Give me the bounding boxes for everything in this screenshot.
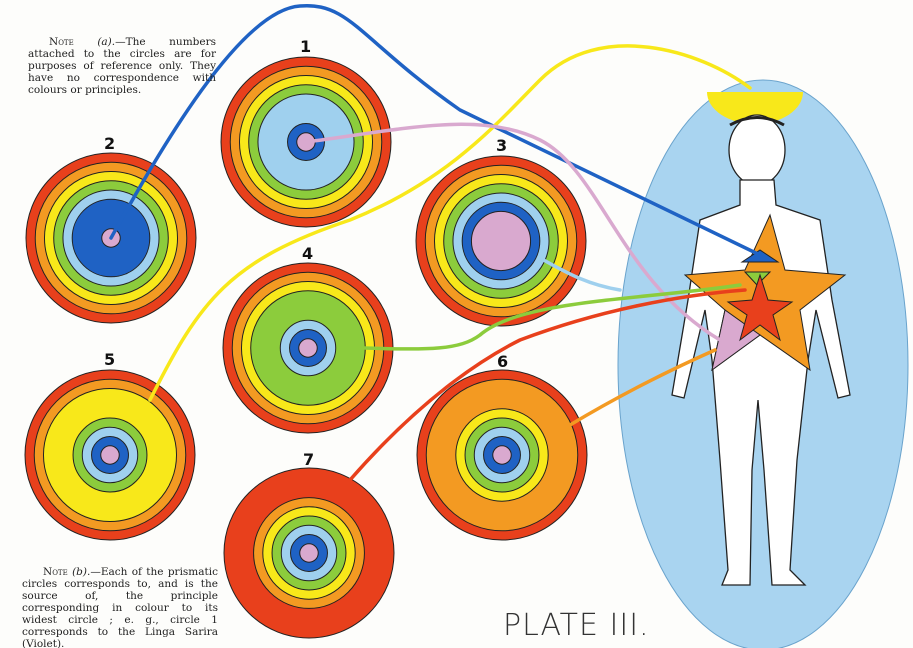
connector-pink — [304, 122, 722, 342]
circle-number-5: 5 — [104, 350, 116, 369]
connector-blue — [109, 4, 762, 257]
connector-green — [363, 283, 742, 351]
circle-number-4: 4 — [302, 244, 314, 263]
note-a-ref: (a). — [97, 36, 116, 48]
connector-lightblue — [538, 256, 622, 292]
prismatic-circle-4 — [222, 262, 394, 434]
ring-pink — [299, 543, 319, 563]
prismatic-circle-5 — [24, 369, 196, 541]
human-figure-aura — [617, 79, 909, 648]
circle-number-6: 6 — [497, 352, 509, 371]
note-b: Note (b).—Each of the prismatic circles … — [22, 566, 218, 648]
note-a-text: —The numbers attached to the circles are… — [28, 36, 216, 96]
star-red-center — [726, 273, 794, 342]
note-a-label: Note — [49, 36, 74, 48]
connector-yellow — [148, 44, 752, 402]
ring-pink — [470, 210, 532, 272]
note-b-ref: (b). — [72, 566, 91, 578]
crown-halo-yellow — [707, 92, 803, 124]
connector-red — [348, 288, 747, 482]
note-b-label: Note — [43, 566, 68, 578]
circle-number-7: 7 — [303, 450, 315, 469]
ring-pink — [298, 338, 318, 358]
ring-pink — [492, 445, 512, 465]
star-green-point — [743, 271, 772, 286]
plate-title: PLATE III. — [503, 608, 650, 643]
circle-number-3: 3 — [496, 136, 508, 155]
prismatic-circle-1 — [220, 56, 392, 228]
ring-pink — [100, 445, 120, 465]
prismatic-circle-7 — [223, 467, 395, 639]
connector-orange — [568, 348, 717, 427]
circle-number-1: 1 — [300, 37, 312, 56]
prismatic-circle-6 — [416, 369, 588, 541]
prismatic-circle-3 — [415, 155, 587, 327]
circle-number-2: 2 — [104, 134, 116, 153]
note-a: Note (a).—The numbers attached to the ci… — [28, 36, 216, 96]
note-b-text: —Each of the prismatic circles correspon… — [22, 566, 218, 648]
